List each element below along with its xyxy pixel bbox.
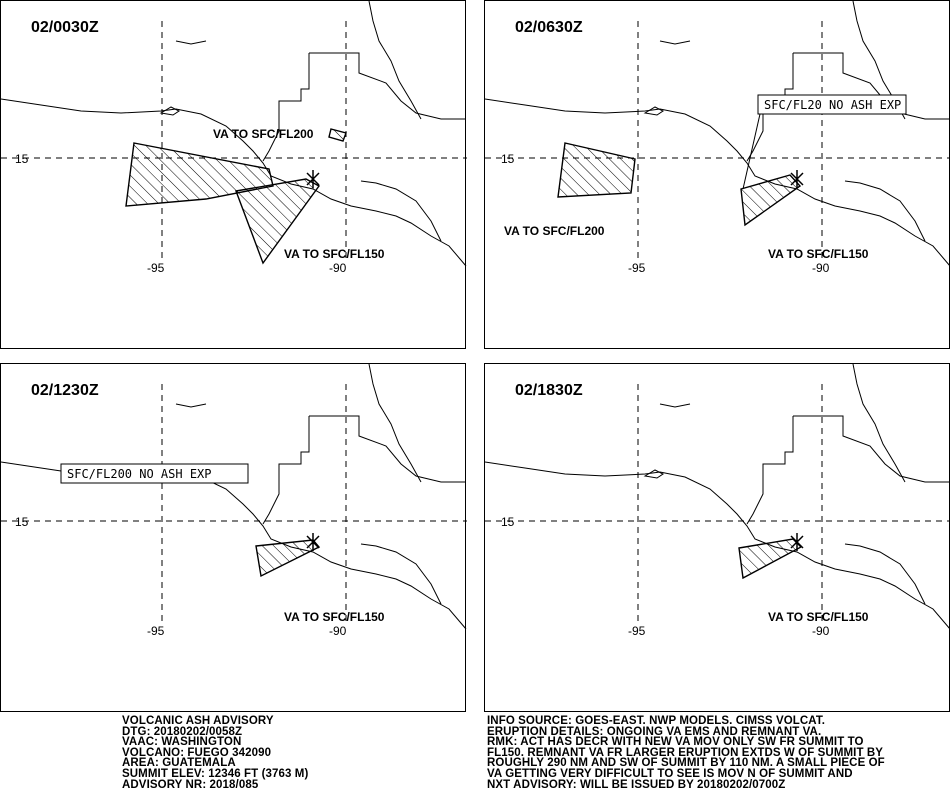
forecast-time: 02/0630Z: [515, 19, 583, 36]
coastlines: [1, 364, 467, 630]
advisory-header: VOLCANIC ASH ADVISORY DTG: 20180202/0058…: [122, 715, 309, 791]
label-leader-line: [742, 113, 761, 190]
ash-label-fl200: VA TO SFC/FL200: [504, 224, 605, 238]
advisory-line: VA GETTING VERY DIFFICULT TO SEE IS MOV …: [487, 767, 853, 780]
lon-label-90: -90: [329, 624, 347, 638]
ash-cloud-south: [738, 538, 803, 580]
lat-label-15: 15: [15, 515, 29, 529]
advisory-line: INFO SOURCE: GOES-EAST. NWP MODELS. CIMS…: [487, 715, 825, 727]
lat-label-15: 15: [15, 152, 29, 166]
lon-label-90: -90: [812, 624, 830, 638]
forecast-time: 02/0030Z: [31, 19, 99, 36]
advisory-line: NXT ADVISORY: WILL BE ISSUED BY 20180202…: [487, 778, 786, 791]
advisory-line: VOLCANIC ASH ADVISORY: [122, 715, 274, 727]
advisory-line: DTG: 20180202/0058Z: [122, 725, 243, 738]
no-ash-label: SFC/FL20 NO ASH EXP: [764, 98, 901, 112]
lon-label-90: -90: [329, 261, 347, 275]
advisory-line: VAAC: WASHINGTON: [122, 736, 242, 749]
map-canvas: 15 -95 -90 VA TO SFC/FL200 VA TO SFC/FL1…: [1, 1, 467, 275]
lat-label-15: 15: [501, 152, 515, 166]
map-canvas: SFC/FL200 NO ASH EXP 15 -95 -90 VA TO SF…: [1, 364, 467, 638]
ash-label-fl150: VA TO SFC/FL150: [284, 610, 385, 624]
map-canvas: SFC/FL20 NO ASH EXP 15 -95 -90 VA TO SFC…: [485, 1, 950, 275]
advisory-line: AREA: GUATEMALA: [122, 757, 236, 770]
ash-label-fl150: VA TO SFC/FL150: [284, 247, 385, 261]
graticule: [1, 384, 467, 626]
no-ash-label: SFC/FL200 NO ASH EXP: [67, 467, 212, 481]
ash-cloud-north: [328, 128, 347, 142]
graticule: [1, 21, 467, 263]
map-panel-1830z: 15 -95 -90 VA TO SFC/FL150 02/1830Z: [484, 363, 950, 712]
boxed-label-frame: [757, 94, 907, 115]
advisory-line: ERUPTION DETAILS: ONGOING VA EMS AND REM…: [487, 725, 822, 738]
boxed-label-frame: [60, 463, 249, 484]
advisory-line: ADVISORY NR: 2018/085: [122, 778, 259, 791]
ash-label-fl150: VA TO SFC/FL150: [768, 247, 869, 261]
map-panel-0630z: SFC/FL20 NO ASH EXP 15 -95 -90 VA TO SFC…: [484, 0, 950, 349]
advisory-line: RMK: ACT HAS DECR WITH NEW VA MOV ONLY S…: [487, 736, 864, 749]
lon-label-95: -95: [628, 624, 646, 638]
ash-cloud-west: [557, 142, 636, 198]
coastlines: [485, 364, 950, 630]
volcano-icon: [306, 533, 320, 551]
volcano-icon: [306, 170, 320, 188]
volcano-icon: [790, 533, 804, 551]
map-panel-0030z: 15 -95 -90 VA TO SFC/FL200 VA TO SFC/FL1…: [0, 0, 467, 349]
lat-label-15: 15: [501, 515, 515, 529]
forecast-time: 02/1830Z: [515, 382, 583, 399]
advisory-remarks: INFO SOURCE: GOES-EAST. NWP MODELS. CIMS…: [487, 715, 885, 791]
advisory-line: FL150. REMNANT VA FR LARGER ERUPTION EXT…: [487, 746, 884, 759]
lon-label-90: -90: [812, 261, 830, 275]
lon-label-95: -95: [147, 624, 165, 638]
ash-cloud-south: [740, 174, 802, 227]
lon-label-95: -95: [147, 261, 165, 275]
ash-label-fl150: VA TO SFC/FL150: [768, 610, 869, 624]
advisory-line: ROUGHLY 290 NM AND SW OF SUMMIT BY 110 N…: [487, 757, 885, 770]
ash-label-fl200: VA TO SFC/FL200: [213, 127, 314, 141]
map-canvas: 15 -95 -90 VA TO SFC/FL150: [485, 364, 950, 638]
volcano-icon: [790, 170, 804, 188]
advisory-line: SUMMIT ELEV: 12346 FT (3763 M): [122, 767, 309, 780]
forecast-time: 02/1230Z: [31, 382, 99, 399]
advisory-line: VOLCANO: FUEGO 342090: [122, 746, 272, 759]
graticule: [485, 384, 950, 626]
map-panel-1230z: SFC/FL200 NO ASH EXP 15 -95 -90 VA TO SF…: [0, 363, 467, 712]
ash-cloud-south: [235, 178, 321, 265]
coastlines: [485, 1, 950, 267]
lon-label-95: -95: [628, 261, 646, 275]
